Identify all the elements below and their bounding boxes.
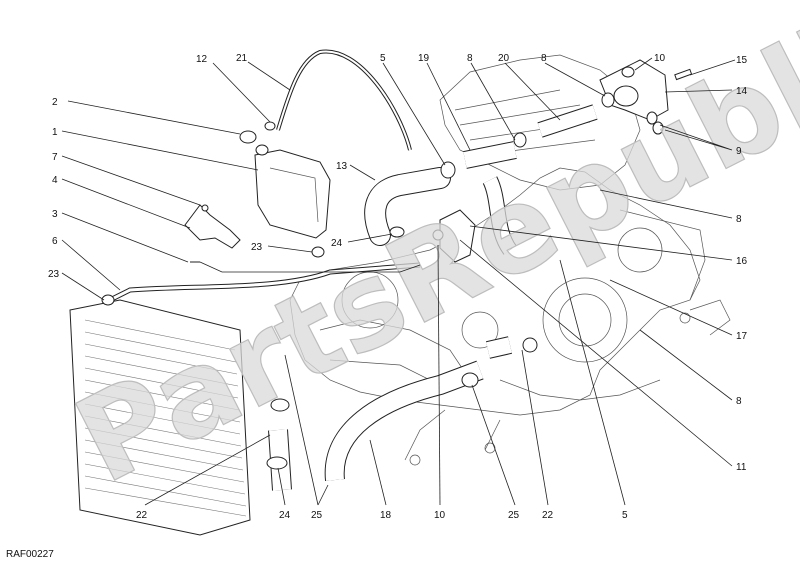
callout-17: 17 (736, 331, 748, 342)
callout-24: 24 (331, 238, 343, 249)
callout-5: 5 (380, 53, 386, 64)
callout-19: 19 (418, 53, 430, 64)
callout-18: 18 (380, 510, 392, 521)
callout-16: 16 (736, 256, 748, 267)
callout-8: 8 (736, 214, 742, 225)
breather-hose (276, 49, 412, 151)
lower-hose (324, 360, 484, 481)
callout-2: 2 (52, 97, 58, 108)
callout-6: 6 (52, 236, 58, 247)
overflow-hose (108, 262, 421, 303)
callout-5: 5 (622, 510, 628, 521)
callout-8: 8 (736, 396, 742, 407)
water-pump-cover (432, 209, 476, 263)
radiator (69, 299, 251, 536)
callout-11: 11 (736, 462, 747, 473)
thermostat-housing (599, 59, 693, 121)
callout-21: 21 (236, 53, 248, 64)
callout-20: 20 (498, 53, 510, 64)
callout-22: 22 (136, 510, 148, 521)
callout-23: 23 (48, 269, 60, 280)
callout-1: 1 (52, 127, 58, 138)
tank-cap (239, 130, 269, 156)
callout-3: 3 (52, 209, 58, 220)
callout-4: 4 (52, 175, 58, 186)
callout-8: 8 (467, 53, 473, 64)
callout-9: 9 (736, 146, 742, 157)
callout-14: 14 (736, 86, 748, 97)
drawing-reference-code: RAF00227 (6, 549, 54, 560)
callout-25: 25 (508, 510, 520, 521)
callout-15: 15 (736, 55, 748, 66)
callout-25: 25 (311, 510, 323, 521)
callout-12: 12 (196, 54, 208, 65)
leader-lines (61, 57, 736, 506)
watermark: PartsRepublik (55, 0, 800, 510)
callout-24: 24 (279, 510, 291, 521)
callout-10: 10 (654, 53, 666, 64)
callout-23: 23 (251, 242, 263, 253)
hose-clamps (101, 92, 664, 470)
callout-13: 13 (336, 161, 348, 172)
callout-22: 22 (542, 510, 554, 521)
callout-10: 10 (434, 510, 446, 521)
expansion-tank (254, 149, 331, 239)
short-hose (482, 176, 517, 255)
mounting-bracket (184, 204, 241, 263)
callout-labels: 2 1 7 4 3 6 23 12 21 13 23 24 5 19 8 20 … (48, 53, 748, 521)
upper-hose (364, 167, 451, 246)
callout-7: 7 (52, 152, 58, 163)
callout-8: 8 (541, 53, 547, 64)
thermostat-hose (463, 104, 598, 169)
